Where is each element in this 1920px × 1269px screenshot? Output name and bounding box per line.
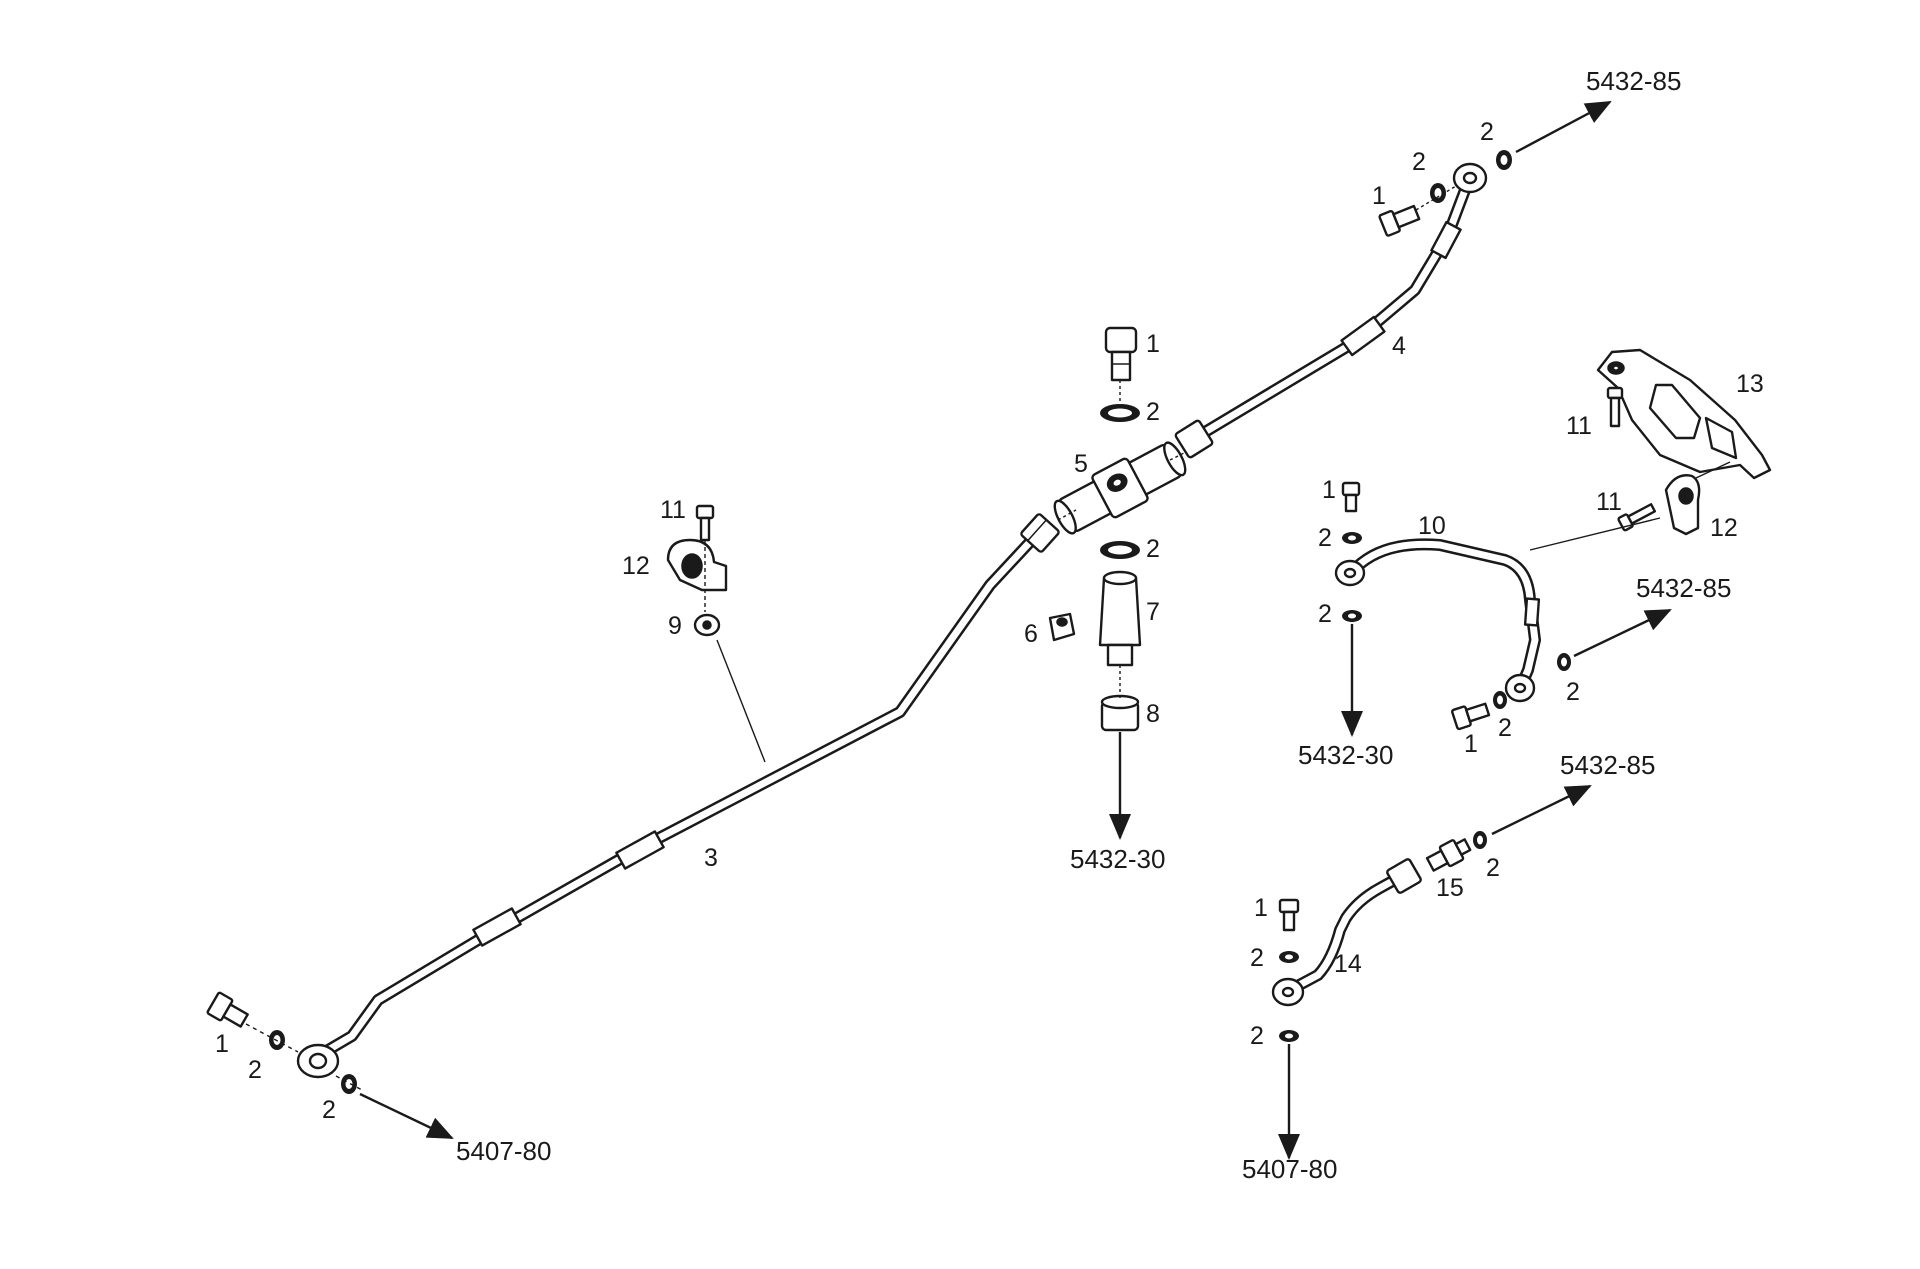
callout-2: 2 [248,1056,262,1084]
pipe-14-nut [1386,858,1422,894]
callout-1: 1 [215,1030,229,1058]
washer-2-tee-top [1100,404,1140,422]
callout-7: 7 [1146,598,1160,626]
pipe-3 [296,513,1060,1079]
callout-2: 2 [1146,398,1160,426]
reference-label: 5432-85 [1636,573,1731,603]
pipe-14-banjo-eye [1271,977,1305,1007]
screw-11-left [695,504,715,542]
callout-2: 2 [1412,148,1426,176]
callout-3: 3 [704,844,718,872]
callout-1: 1 [1464,730,1478,758]
callout-2: 2 [1318,600,1332,628]
pipe-14 [1271,858,1422,1007]
callout-2: 2 [322,1096,336,1124]
reference-label: 5432-30 [1298,740,1393,770]
pipe-3-nut [1020,513,1060,553]
clamp-12-left [666,538,728,592]
callout-2: 2 [1318,524,1332,552]
nut-9 [693,613,721,637]
pipe-3-sleeve [615,830,665,870]
callout-labels: 1 2 2 3 11 12 9 1 2 5 2 7 6 8 4 1 2 2 13… [215,118,1764,1124]
pipe-10 [1334,538,1541,703]
callout-12: 12 [1710,514,1738,542]
reference-arrow-5432-85-pipe-10 [1573,608,1672,658]
bolt-1-pipe-10-top [1341,481,1361,513]
callout-11: 11 [1566,412,1592,440]
washer-2-left-b [341,1074,357,1094]
bolt-1-tee-top [1104,326,1138,382]
callout-14: 14 [1334,950,1362,978]
washer-2-pipe-4-b [1496,150,1512,170]
sleeve-6 [1048,612,1076,642]
reference-label: 5432-30 [1070,844,1165,874]
reference-label: 5432-85 [1586,66,1681,96]
callout-10: 10 [1418,512,1446,540]
nut-8 [1100,694,1140,732]
reference-label: 5407-80 [456,1136,551,1166]
pipe-10-sleeve [1523,597,1541,627]
callout-1: 1 [1322,476,1336,504]
callout-8: 8 [1146,700,1160,728]
pipe-3-banjo-eye [296,1043,340,1079]
washer-2-pipe-14-top [1279,951,1299,963]
reference-arrow-5407-80-left [359,1092,454,1140]
pipe-4-sleeve [1430,220,1462,260]
callout-12: 12 [622,552,650,580]
pipe-4 [1174,162,1488,459]
callout-2: 2 [1480,118,1494,146]
screw-11-bracket [1606,386,1624,428]
washer-2-pipe-14-bottom [1279,1030,1299,1042]
callout-2: 2 [1498,714,1512,742]
clamp-12-right [1664,474,1701,536]
pipe-3-sleeve [472,907,522,947]
bracket-13 [1596,348,1772,480]
callout-6: 6 [1024,620,1038,648]
pipe-10-banjo-eye-top [1334,559,1366,587]
callout-2: 2 [1566,678,1580,706]
reference-label: 5432-85 [1560,750,1655,780]
pipe-4-nut [1174,419,1214,459]
reference-labels: 5432-85 5432-85 5432-85 5432-30 5432-30 … [456,66,1731,1184]
adapter-7 [1098,570,1142,667]
bolt-1-pipe-14 [1278,898,1300,932]
washer-2-pipe-10-side-a [1493,691,1507,709]
washer-2-pipe-10-top [1342,532,1362,544]
washer-2-pipe-14-side [1473,831,1487,849]
callout-11: 11 [660,496,686,524]
callout-4: 4 [1392,332,1406,360]
callout-1: 1 [1146,330,1160,358]
washer-2-pipe-4-a [1430,183,1446,203]
nipple-15 [1425,838,1472,872]
pipe-4-sleeve [1340,315,1386,357]
callout-5: 5 [1074,450,1088,478]
callout-2: 2 [1146,535,1160,563]
washer-2-tee-bottom [1100,541,1140,559]
washer-2-pipe-10-side-b [1557,653,1571,671]
pipe-4-banjo-eye [1452,162,1488,194]
callout-2: 2 [1486,854,1500,882]
callout-9: 9 [668,612,682,640]
callout-2: 2 [1250,944,1264,972]
callout-2: 2 [1250,1022,1264,1050]
bolt-1-pipe-4 [1378,204,1421,237]
callout-15: 15 [1436,874,1464,902]
reference-arrow-5432-85-top [1515,100,1612,154]
callout-1: 1 [1372,182,1386,210]
pipe-10-banjo-eye-bottom [1504,673,1536,703]
reference-arrow-5432-85-pipe-14 [1491,784,1592,836]
reference-label: 5407-80 [1242,1154,1337,1184]
callout-1: 1 [1254,894,1268,922]
bolt-1-pipe-10-side [1451,702,1491,731]
callout-13: 13 [1736,370,1764,398]
washer-2-pipe-10-bottom [1342,610,1362,622]
banjo-bolt-1-left [206,991,249,1028]
callout-11: 11 [1596,488,1622,516]
tee-fitting-5 [1053,441,1187,535]
